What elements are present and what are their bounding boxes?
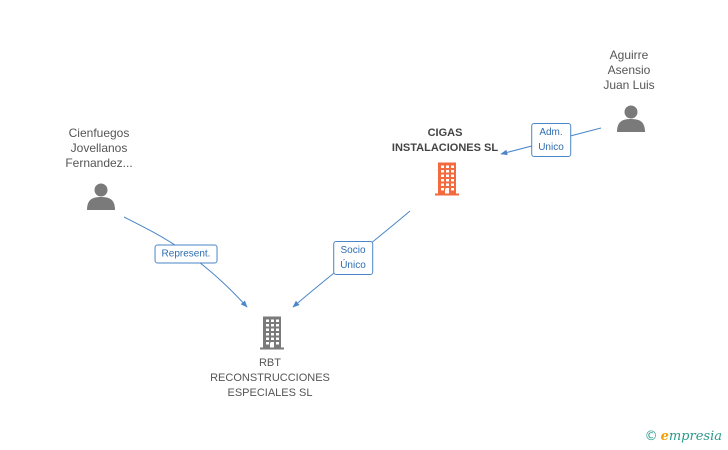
edge-label-aguirre-cigas[interactable]: Adm. Unico — [531, 123, 571, 157]
person-icon — [87, 183, 115, 210]
edge-label-cienfuegos-rbt[interactable]: Represent. — [154, 244, 218, 264]
person-icon — [617, 105, 645, 132]
node-label-aguirre[interactable]: Aguirre Asensio Juan Luis — [603, 48, 655, 92]
brand-name: mpresia — [668, 429, 722, 444]
node-label-cigas[interactable]: CIGAS INSTALACIONES SL — [391, 127, 499, 154]
brand-initial: e — [660, 429, 669, 444]
edge-label-cigas-rbt[interactable]: Socio Único — [333, 241, 373, 275]
node-label-rbt[interactable]: RBT RECONSTRUCCIONES ESPECIALES SL — [210, 357, 330, 399]
building-icon — [260, 316, 284, 350]
node-label-cienfuegos[interactable]: Cienfuegos Jovellanos Fernandez... — [65, 126, 133, 170]
building-icon — [435, 162, 459, 196]
watermark: ©empresia — [645, 429, 722, 444]
copyright-symbol: © — [644, 429, 658, 444]
